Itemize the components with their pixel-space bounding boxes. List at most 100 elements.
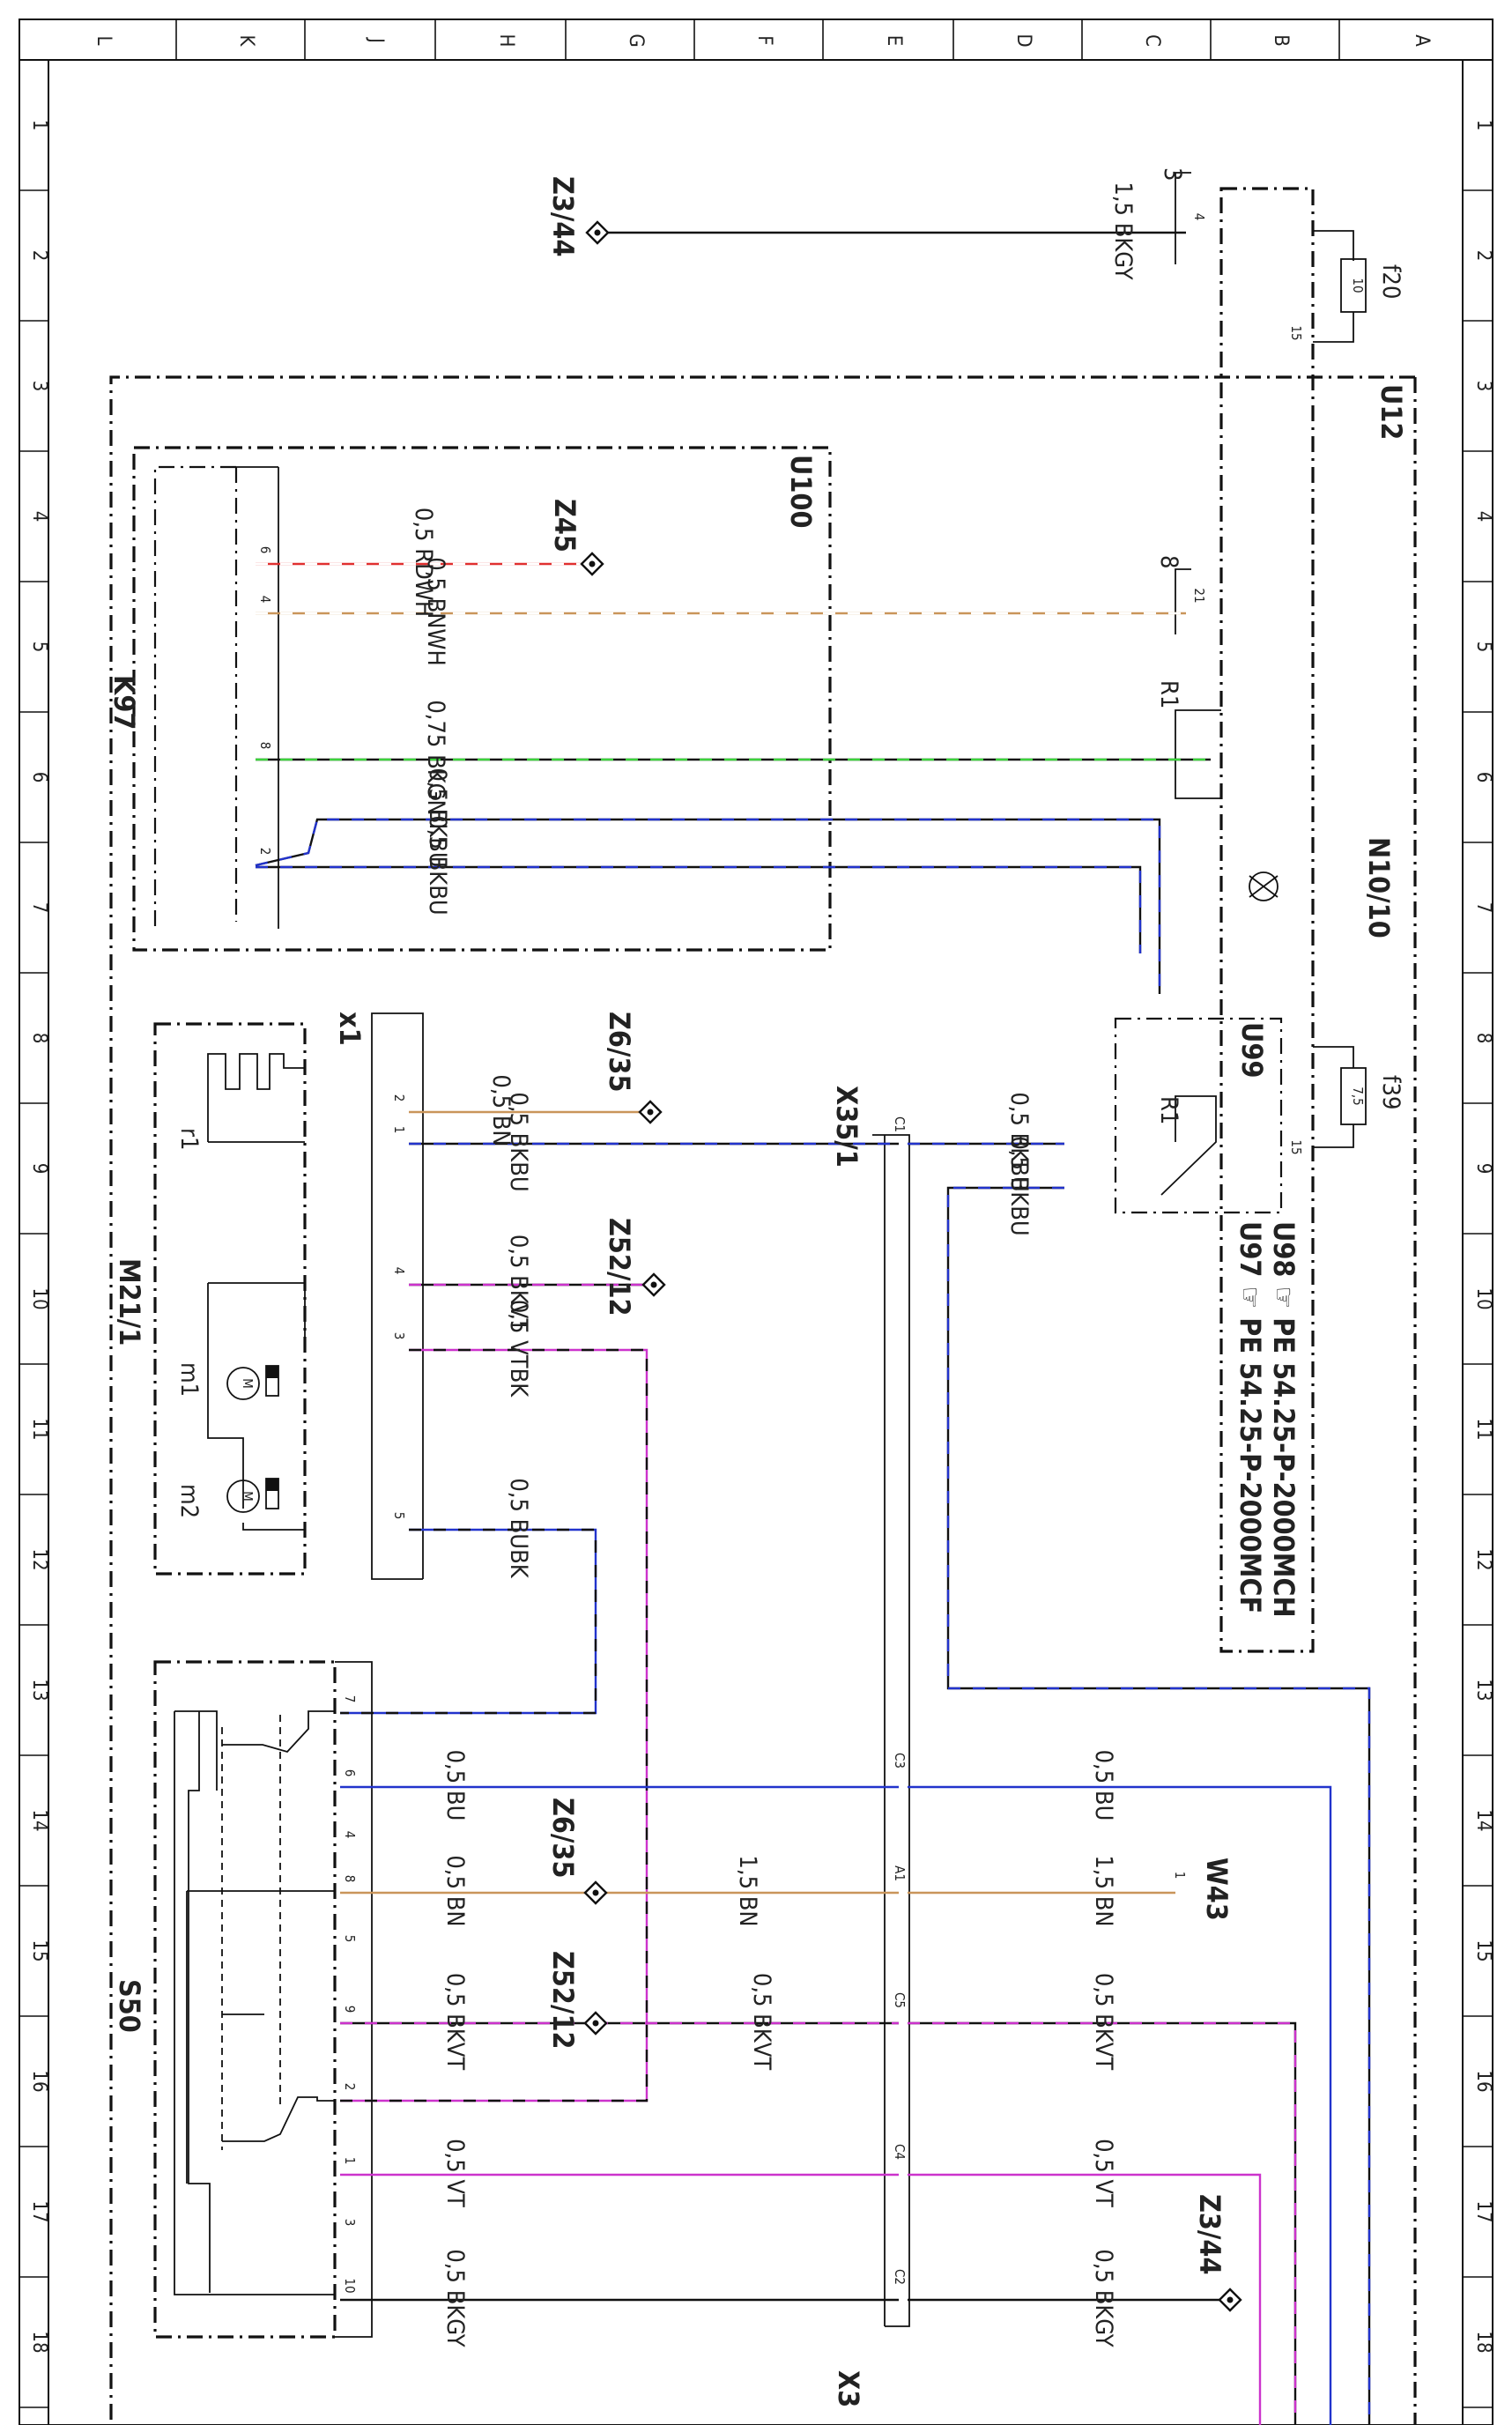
z3-44-label-bottom: Z3/44 xyxy=(1193,2194,1227,2274)
wire-w17b xyxy=(908,2173,1262,2425)
pin-21: 21 xyxy=(1191,588,1207,603)
u12-box xyxy=(109,375,1415,2425)
wire-stripe xyxy=(340,1528,597,1715)
column-label: D xyxy=(1012,33,1034,47)
x35-pin-c1: C1 xyxy=(892,1116,908,1132)
f20-fuse-lead xyxy=(1313,230,1354,343)
wire-label-w18: 0,5 BKGY xyxy=(441,2249,469,2347)
column-label: A xyxy=(1411,34,1433,47)
x35-pin-c3: C3 xyxy=(892,1753,908,1769)
wire-trace xyxy=(255,818,1161,994)
m2-label: m2 xyxy=(175,1484,203,1518)
motor-m2-letter: M xyxy=(240,1491,256,1502)
row-label: 3 xyxy=(28,381,50,392)
row-label: 17 xyxy=(28,2200,50,2222)
connector-8-label: 8 xyxy=(1155,555,1182,568)
x35-connector-body xyxy=(872,1134,910,2327)
wire-label-w14c: 1,5 BN xyxy=(1090,1855,1117,1926)
row-label: 15 xyxy=(28,1939,50,1962)
row-label: 10 xyxy=(28,1287,50,1309)
column-label: B xyxy=(1270,34,1292,47)
u98-note: U98 ☞ PE 54.25-P-2000MCH xyxy=(1267,1221,1301,1618)
f39-value: 7,5 xyxy=(1350,1086,1366,1105)
row-label: 9 xyxy=(28,1163,50,1175)
row-label: 4 xyxy=(1472,511,1494,523)
x35-pin-a1: A1 xyxy=(892,1865,908,1881)
wire-label-w15: 0,5 BKVT xyxy=(441,1973,469,2071)
row-label: 14 xyxy=(28,1809,50,1831)
row-label: 16 xyxy=(28,2070,50,2092)
x1-label: x1 xyxy=(333,1012,367,1046)
wire-trace xyxy=(256,865,1142,953)
row-label: 18 xyxy=(28,2331,50,2353)
x35-pin-c5: C5 xyxy=(892,1992,908,2008)
column-ticks xyxy=(175,19,1340,60)
wire-label-w14: 0,5 BN xyxy=(441,1855,469,1926)
x35-pin-c2: C2 xyxy=(892,2269,908,2285)
z6-35-terminal-top-dot xyxy=(647,1109,654,1116)
r1-heater-element xyxy=(207,1053,305,1142)
wire-stripe xyxy=(908,2021,1297,2425)
wire-trace xyxy=(908,2021,1297,2425)
row-label: 11 xyxy=(28,1418,50,1440)
wire-label-w17b: 0,5 VT xyxy=(1090,2139,1117,2207)
row-label: 16 xyxy=(1472,2070,1494,2092)
wire-label-w18b: 0,5 BKGY xyxy=(1090,2249,1117,2347)
row-label: 12 xyxy=(1472,1548,1494,1570)
row-label: 13 xyxy=(1472,1679,1494,1701)
f20-value: 10 xyxy=(1350,278,1366,293)
r1-label-a: R1 xyxy=(1155,680,1182,708)
u100-label: U100 xyxy=(784,455,818,528)
z52-12-terminal-bottom-dot xyxy=(592,2020,599,2027)
terminal-diamonds xyxy=(580,220,1242,2312)
row-label: 7 xyxy=(28,902,50,914)
f39-fuse xyxy=(1340,1067,1367,1125)
wire-label-w4: 0,75 BKGN xyxy=(422,700,449,815)
row-label: 6 xyxy=(1472,772,1494,783)
wire-stripe xyxy=(256,865,1142,953)
s50-connector-body xyxy=(335,1661,373,2338)
u97-note: U97 ☞ PE 54.25-P-2000MCF xyxy=(1234,1221,1267,1613)
row-label: 6 xyxy=(28,772,50,783)
drawing-frame xyxy=(19,19,1493,2425)
row-label: 12 xyxy=(28,1548,50,1570)
wire-label-w15b: 0,5 BKVT xyxy=(748,1973,775,2071)
s50-pin-10: 10 xyxy=(342,2278,358,2293)
row-label: 1 xyxy=(1472,120,1494,131)
wire-label-w11: 0,5 BUBK xyxy=(505,1478,532,1578)
wire-trace xyxy=(340,1528,597,1715)
s50-pin-7: 7 xyxy=(342,1695,358,1703)
wire-label-w8: 0,5 BKBU xyxy=(505,1092,532,1191)
wire-label-w13b: 0,5 BU xyxy=(1090,1750,1117,1821)
m1-label: m1 xyxy=(175,1362,203,1397)
column-label: L xyxy=(93,35,115,45)
column-label: H xyxy=(495,34,517,48)
z52-12-label-top: Z52/12 xyxy=(603,1218,636,1316)
s50-pin-1: 1 xyxy=(342,2157,358,2165)
w43-pin-1: 1 xyxy=(1172,1872,1188,1880)
wire-label-w10: 0,5 VTBK xyxy=(505,1300,532,1398)
z45-terminal-dot xyxy=(589,560,596,567)
k97-box xyxy=(153,465,236,929)
row-label: 9 xyxy=(1472,1163,1494,1175)
component-symbols xyxy=(174,230,1367,2295)
wire-w15c xyxy=(908,2021,1297,2425)
wire-stripe xyxy=(340,1348,649,2102)
f20-label: f20 xyxy=(1377,264,1405,299)
k97-pin-2: 2 xyxy=(257,848,273,856)
row-label: 18 xyxy=(1472,2331,1494,2353)
r1-label-b: R1 xyxy=(1155,1096,1182,1124)
x35-1-label: X35/1 xyxy=(830,1086,863,1168)
row-ticks xyxy=(19,189,1493,2408)
wire-trace xyxy=(946,1186,1371,2425)
row-label: 11 xyxy=(1472,1418,1494,1440)
motor-m2-icon xyxy=(226,1479,260,1513)
wire-trace xyxy=(908,1785,1332,2425)
row-label: 4 xyxy=(28,511,50,523)
motor-m1-letter: M xyxy=(240,1378,256,1389)
outer-border xyxy=(19,19,1493,2425)
m21-1-label: M21/1 xyxy=(113,1258,146,1346)
f39-label: f39 xyxy=(1377,1075,1405,1109)
